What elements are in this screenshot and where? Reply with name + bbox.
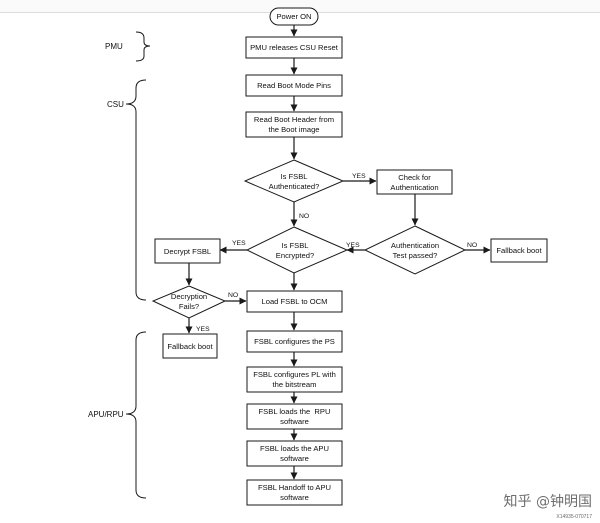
node-handoff-apu: FSBL Handoff to APU software bbox=[246, 479, 343, 506]
node-decrypt-fsbl-label: Decrypt FSBL bbox=[164, 247, 211, 256]
edge-label-enc-yes: YES bbox=[232, 240, 246, 247]
watermark: 知乎 @钟明国 bbox=[503, 494, 592, 510]
node-check-authentication: Check for Authentication bbox=[376, 169, 453, 195]
group-label-apu-rpu: APU/RPU bbox=[88, 410, 124, 419]
node-fallback-boot-left-label: Fallback boot bbox=[167, 342, 213, 351]
edge-label-test-no: NO bbox=[467, 242, 477, 249]
decision-fsbl-authenticated: Is FSBL Authenticated? bbox=[243, 159, 345, 203]
decision-decryption-fails: Decryption Fails? bbox=[151, 285, 227, 319]
edge-label-fail-yes: YES bbox=[196, 326, 210, 333]
node-load-apu-line-2: software bbox=[280, 454, 309, 463]
node-load-apu-line-1: FSBL loads the APU bbox=[260, 444, 329, 453]
node-load-rpu-line-2: software bbox=[280, 417, 309, 426]
node-power-on: Power ON bbox=[269, 7, 319, 26]
decision-fsbl-authenticated-line-1: Is FSBL bbox=[280, 172, 307, 181]
node-load-rpu-software: FSBL loads the RPU software bbox=[246, 403, 343, 430]
decision-fsbl-encrypted-line-2: Encrypted? bbox=[276, 251, 314, 260]
edge-label-auth-yes: YES bbox=[352, 173, 366, 180]
node-configure-pl-line-1: FSBL configures PL with bbox=[253, 370, 336, 379]
node-boot-header-line-1: Read Boot Header from bbox=[254, 115, 334, 124]
csu-brace bbox=[125, 79, 147, 301]
node-boot-pins-label: Read Boot Mode Pins bbox=[257, 81, 331, 90]
decision-authentication-test-line-2: Test passed? bbox=[393, 251, 438, 260]
node-fallback-boot-left: Fallback boot bbox=[162, 333, 218, 359]
node-configure-ps-label: FSBL configures the PS bbox=[254, 337, 335, 346]
node-boot-header: Read Boot Header from the Boot image bbox=[245, 111, 343, 138]
edge-label-fail-no: NO bbox=[228, 292, 238, 299]
node-fallback-boot-right-label: Fallback boot bbox=[496, 246, 542, 255]
node-check-authentication-line-2: Authentication bbox=[390, 183, 438, 192]
decision-authentication-test: Authentication Test passed? bbox=[363, 225, 467, 275]
node-handoff-line-1: FSBL Handoff to APU bbox=[258, 483, 331, 492]
node-check-authentication-line-1: Check for bbox=[398, 173, 431, 182]
node-configure-pl-line-2: the bitstream bbox=[273, 380, 317, 389]
node-configure-ps: FSBL configures the PS bbox=[246, 330, 343, 353]
node-pmu-reset: PMU releases CSU Reset bbox=[245, 36, 343, 59]
node-load-fsbl-ocm: Load FSBL to OCM bbox=[246, 290, 343, 313]
decision-decryption-fails-line-1: Decryption bbox=[171, 292, 207, 301]
decision-authentication-test-line-1: Authentication bbox=[391, 241, 439, 250]
node-boot-header-line-2: the Boot image bbox=[268, 125, 319, 134]
decision-decryption-fails-line-2: Fails? bbox=[179, 302, 199, 311]
group-label-csu: CSU bbox=[107, 100, 124, 109]
decision-fsbl-encrypted: Is FSBL Encrypted? bbox=[245, 226, 349, 274]
node-boot-pins: Read Boot Mode Pins bbox=[245, 74, 343, 97]
node-fallback-boot-right: Fallback boot bbox=[490, 238, 548, 263]
node-handoff-line-2: software bbox=[280, 493, 309, 502]
apu-rpu-brace bbox=[125, 331, 147, 499]
node-decrypt-fsbl: Decrypt FSBL bbox=[154, 238, 221, 264]
group-label-pmu: PMU bbox=[105, 42, 123, 51]
node-load-apu-software: FSBL loads the APU software bbox=[246, 440, 343, 467]
edge-label-test-yes: YES bbox=[346, 242, 360, 249]
node-power-on-label: Power ON bbox=[276, 12, 311, 21]
figure-code: X14935-070717 bbox=[556, 514, 592, 520]
node-load-fsbl-ocm-label: Load FSBL to OCM bbox=[262, 297, 328, 306]
node-pmu-reset-label: PMU releases CSU Reset bbox=[250, 43, 339, 52]
decision-fsbl-encrypted-line-1: Is FSBL bbox=[281, 241, 308, 250]
node-load-rpu-line-1: FSBL loads the RPU bbox=[259, 407, 331, 416]
edge-label-auth-no: NO bbox=[299, 213, 309, 220]
connectors bbox=[185, 25, 491, 480]
decision-fsbl-authenticated-line-2: Authenticated? bbox=[269, 182, 320, 191]
pmu-brace bbox=[135, 31, 151, 62]
node-configure-pl: FSBL configures PL with the bitstream bbox=[246, 366, 343, 393]
